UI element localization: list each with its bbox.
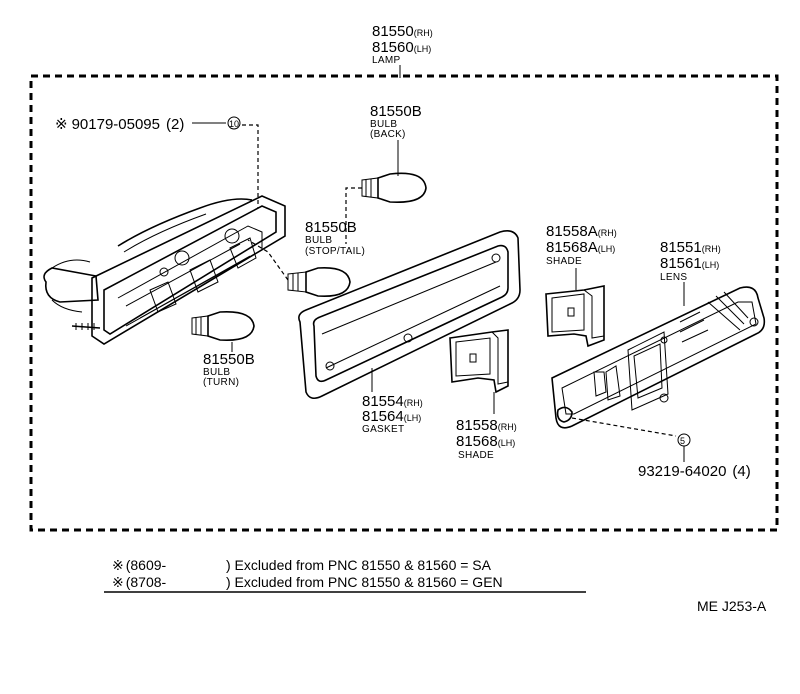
diagram-code: ME J253-A — [697, 598, 767, 614]
bulb-turn-icon — [191, 310, 255, 342]
assembly-frame — [29, 74, 779, 532]
gasket-icon — [298, 230, 521, 400]
svg-text:※(8708-) Excluded from PNC 815: ※(8708- ) Excluded from PNC 81550 & 81560… — [112, 574, 503, 590]
lens-screw-pn: 93219-64020 — [638, 463, 726, 480]
bulb-stop-icon — [287, 266, 351, 298]
screw-label: ※90179-05095 (2) — [55, 116, 184, 133]
gasket-lh-pn: 81564 — [362, 408, 404, 425]
svg-text:81560(LH): 81560(LH) — [372, 39, 431, 56]
screw-callout-number: 10 — [229, 119, 239, 129]
lens-lh-tag: (LH) — [702, 260, 720, 270]
lens-screw-qty: (4) — [732, 463, 750, 480]
shade-caption: SHADE — [458, 450, 494, 461]
svg-text:81558(RH): 81558(RH) — [456, 417, 517, 434]
bulb-stop-cap1: BULB — [305, 235, 332, 246]
svg-text:81568(LH): 81568(LH) — [456, 433, 515, 450]
svg-text:81568A(LH): 81568A(LH) — [546, 239, 615, 256]
bulb-back-label: 81550B BULB (BACK) — [370, 103, 422, 140]
lens-caption: LENS — [660, 272, 687, 283]
bulb-stop-cap2: (STOP/TAIL) — [305, 246, 365, 257]
gasket-lh-tag: (LH) — [404, 413, 422, 423]
bulb-back-cap2: (BACK) — [370, 129, 406, 140]
lens-screw-callout: 5 — [677, 433, 691, 447]
lamp-housing — [43, 195, 286, 345]
lamp-rh-tag: (RH) — [414, 28, 433, 38]
shade-a-icon — [545, 285, 605, 348]
lens-icon — [551, 286, 766, 429]
bulb-turn-label: 81550B BULB (TURN) — [203, 351, 255, 388]
bulb-stop-pn: 81550B — [305, 219, 357, 236]
lamp-lh-pn: 81560 — [372, 39, 414, 56]
screw-qty: (2) — [166, 116, 184, 133]
shade-a-rh-tag: (RH) — [598, 228, 617, 238]
gasket-rh-tag: (RH) — [404, 398, 423, 408]
lamp-caption: LAMP — [372, 55, 400, 66]
bulb-turn-cap1: BULB — [203, 367, 230, 378]
svg-text:81550(RH): 81550(RH) — [372, 23, 433, 40]
shade-rh-tag: (RH) — [498, 422, 517, 432]
svg-text:※(8609-) Excluded from PNC 815: ※(8609- ) Excluded from PNC 81550 & 81560… — [112, 557, 492, 573]
footnote-2-text: ) Excluded from PNC 81550 & 81560 = GEN — [226, 574, 503, 590]
bulb-back-icon — [361, 172, 427, 204]
lamp-rh-pn: 81550 — [372, 23, 414, 40]
shade-a-caption: SHADE — [546, 256, 582, 267]
shade-rh-pn: 81558 — [456, 417, 498, 434]
shade-lh-pn: 81568 — [456, 433, 498, 450]
shade-lh-tag: (LH) — [498, 438, 516, 448]
screw-callout: 10 — [227, 116, 241, 130]
gasket-label: 81554(RH) 81564(LH) GASKET — [362, 393, 423, 435]
lens-rh-pn: 81551 — [660, 239, 702, 256]
bulb-turn-cap2: (TURN) — [203, 377, 239, 388]
bulb-back-cap1: BULB — [370, 119, 397, 130]
footnote-2-date: (8708- — [126, 574, 167, 590]
shade-a-lh-pn: 81568A — [546, 239, 598, 256]
svg-text:81561(LH): 81561(LH) — [660, 255, 719, 272]
svg-text:81551(RH): 81551(RH) — [660, 239, 721, 256]
lens-screw-label: 93219-64020 (4) — [638, 463, 751, 480]
bulb-stop-label: 81550B BULB (STOP/TAIL) — [305, 219, 365, 257]
svg-text:93219-64020(4): 93219-64020 (4) — [638, 463, 751, 480]
footnote-1-date: (8609- — [126, 557, 167, 573]
screw-pn: 90179-05095 — [72, 116, 160, 133]
shade-a-label: 81558A(RH) 81568A(LH) SHADE — [546, 223, 617, 267]
gasket-rh-pn: 81554 — [362, 393, 404, 410]
svg-text:※90179-05095(2): ※90179-05095 (2) — [55, 116, 184, 133]
screw-mark: ※ — [55, 116, 68, 133]
footnote-2: ※(8708- ) Excluded from PNC 81550 & 81560… — [112, 574, 503, 590]
lamp-label: 81550(RH) 81560(LH) LAMP — [372, 23, 433, 66]
shade-icon — [449, 329, 509, 394]
lens-label: 81551(RH) 81561(LH) LENS — [660, 239, 721, 283]
shade-label: 81558(RH) 81568(LH) SHADE — [456, 417, 517, 461]
bulb-back-pn: 81550B — [370, 103, 422, 120]
svg-text:81558A(RH): 81558A(RH) — [546, 223, 617, 240]
bulb-turn-pn: 81550B — [203, 351, 255, 368]
shade-a-lh-tag: (LH) — [598, 244, 616, 254]
lens-lh-pn: 81561 — [660, 255, 702, 272]
gasket-caption: GASKET — [362, 424, 404, 435]
footnote-2-mark: ※ — [112, 574, 124, 590]
footnote-1: ※(8609- ) Excluded from PNC 81550 & 81560… — [112, 557, 492, 573]
footnote-1-text: ) Excluded from PNC 81550 & 81560 = SA — [226, 557, 492, 573]
footnote-1-mark: ※ — [112, 557, 124, 573]
lamp-lh-tag: (LH) — [414, 44, 432, 54]
shade-a-rh-pn: 81558A — [546, 223, 598, 240]
lens-rh-tag: (RH) — [702, 244, 721, 254]
svg-text:81554(RH): 81554(RH) — [362, 393, 423, 410]
lens-screw-callout-number: 5 — [680, 436, 685, 446]
svg-text:81564(LH): 81564(LH) — [362, 408, 421, 425]
